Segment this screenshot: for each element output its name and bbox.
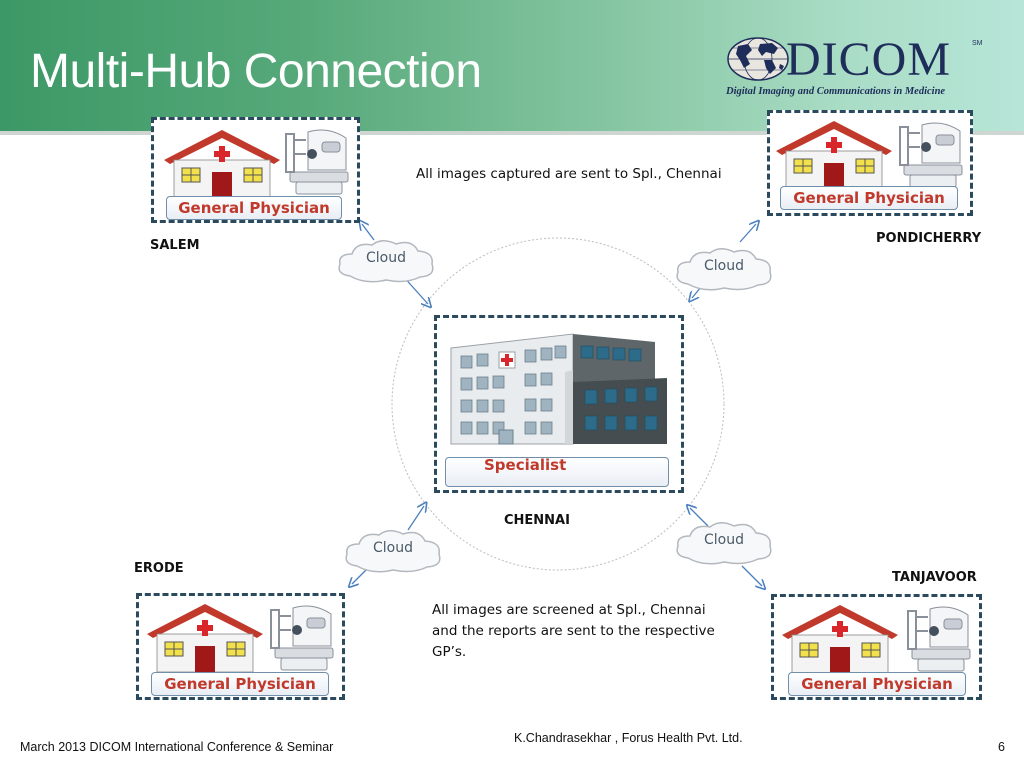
specialist-text: Specialist — [484, 456, 567, 474]
cloud-label: Cloud — [366, 250, 406, 266]
logo-wordmark: DICOM — [786, 33, 952, 86]
fundus-camera-icon — [285, 129, 349, 195]
arrow-chennai-to-cloud-tanjavoor — [690, 508, 709, 527]
cloud-icon — [345, 530, 441, 573]
footer-conference: March 2013 DICOM International Conferenc… — [20, 740, 334, 754]
clinic-house-icon — [164, 130, 280, 198]
cloud-icon — [676, 248, 772, 291]
logo-subtitle: Digital Imaging and Communications in Me… — [726, 86, 946, 97]
hub-label-general-physician: General Physician — [780, 186, 958, 210]
cloud-erode: Cloud — [341, 526, 445, 576]
arrow-pondicherry-to-cloud — [739, 224, 756, 243]
clinic-house-icon — [776, 121, 892, 189]
footer-author: K.Chandrasekhar , Forus Health Pvt. Ltd. — [514, 731, 743, 745]
clinic-house-icon — [782, 605, 898, 673]
hub-tanjavoor: General Physician — [771, 594, 982, 700]
cloud-label: Cloud — [704, 258, 744, 274]
hub-erode: General Physician — [136, 593, 345, 700]
arrow-cloud-to-tanjavoor — [741, 565, 762, 586]
fundus-camera-icon — [270, 605, 334, 671]
hospital-building-icon — [450, 333, 667, 445]
note-images-screened: All images are screened at Spl., Chennai… — [432, 602, 715, 660]
note-images-sent: All images captured are sent to Spl., Ch… — [416, 166, 722, 182]
cloud-pondicherry: Cloud — [672, 244, 776, 294]
hub-pondicherry: General Physician — [767, 110, 973, 216]
city-tanjavoor: TANJAVOOR — [892, 570, 977, 585]
arrow-salem-to-cloud — [362, 224, 375, 241]
cloud-salem: Cloud — [334, 236, 438, 286]
cloud-label: Cloud — [704, 532, 744, 548]
service-mark: SM — [972, 40, 983, 47]
hub-label-general-physician: General Physician — [788, 672, 966, 696]
city-chennai: CHENNAI — [504, 513, 570, 528]
city-pondicherry: PONDICHERRY — [876, 231, 982, 246]
hub-salem: General Physician — [151, 117, 360, 223]
hub-label-specialist: Specialist — [445, 456, 669, 487]
fundus-camera-icon — [907, 606, 971, 672]
header-divider — [0, 131, 1024, 135]
cloud-tanjavoor: Cloud — [672, 518, 776, 568]
fundus-camera-icon — [899, 122, 963, 188]
city-salem: SALEM — [150, 238, 200, 253]
hub-label-general-physician: General Physician — [166, 196, 342, 220]
hub-specialist: Specialist — [434, 315, 684, 493]
hub-label-general-physician: General Physician — [151, 672, 329, 696]
page-number: 6 — [998, 740, 1005, 754]
arrow-chennai-to-cloud-erode — [407, 506, 424, 531]
cloud-label: Cloud — [373, 540, 413, 556]
cloud-icon — [676, 522, 772, 565]
clinic-house-icon — [147, 604, 263, 672]
dicom-logo: DICOM SM Digital Imaging and Communicati… — [724, 34, 986, 100]
cloud-icon — [338, 240, 434, 283]
globe-icon — [727, 37, 789, 81]
slide-title: Multi-Hub Connection — [30, 45, 482, 98]
city-erode: ERODE — [134, 561, 184, 576]
